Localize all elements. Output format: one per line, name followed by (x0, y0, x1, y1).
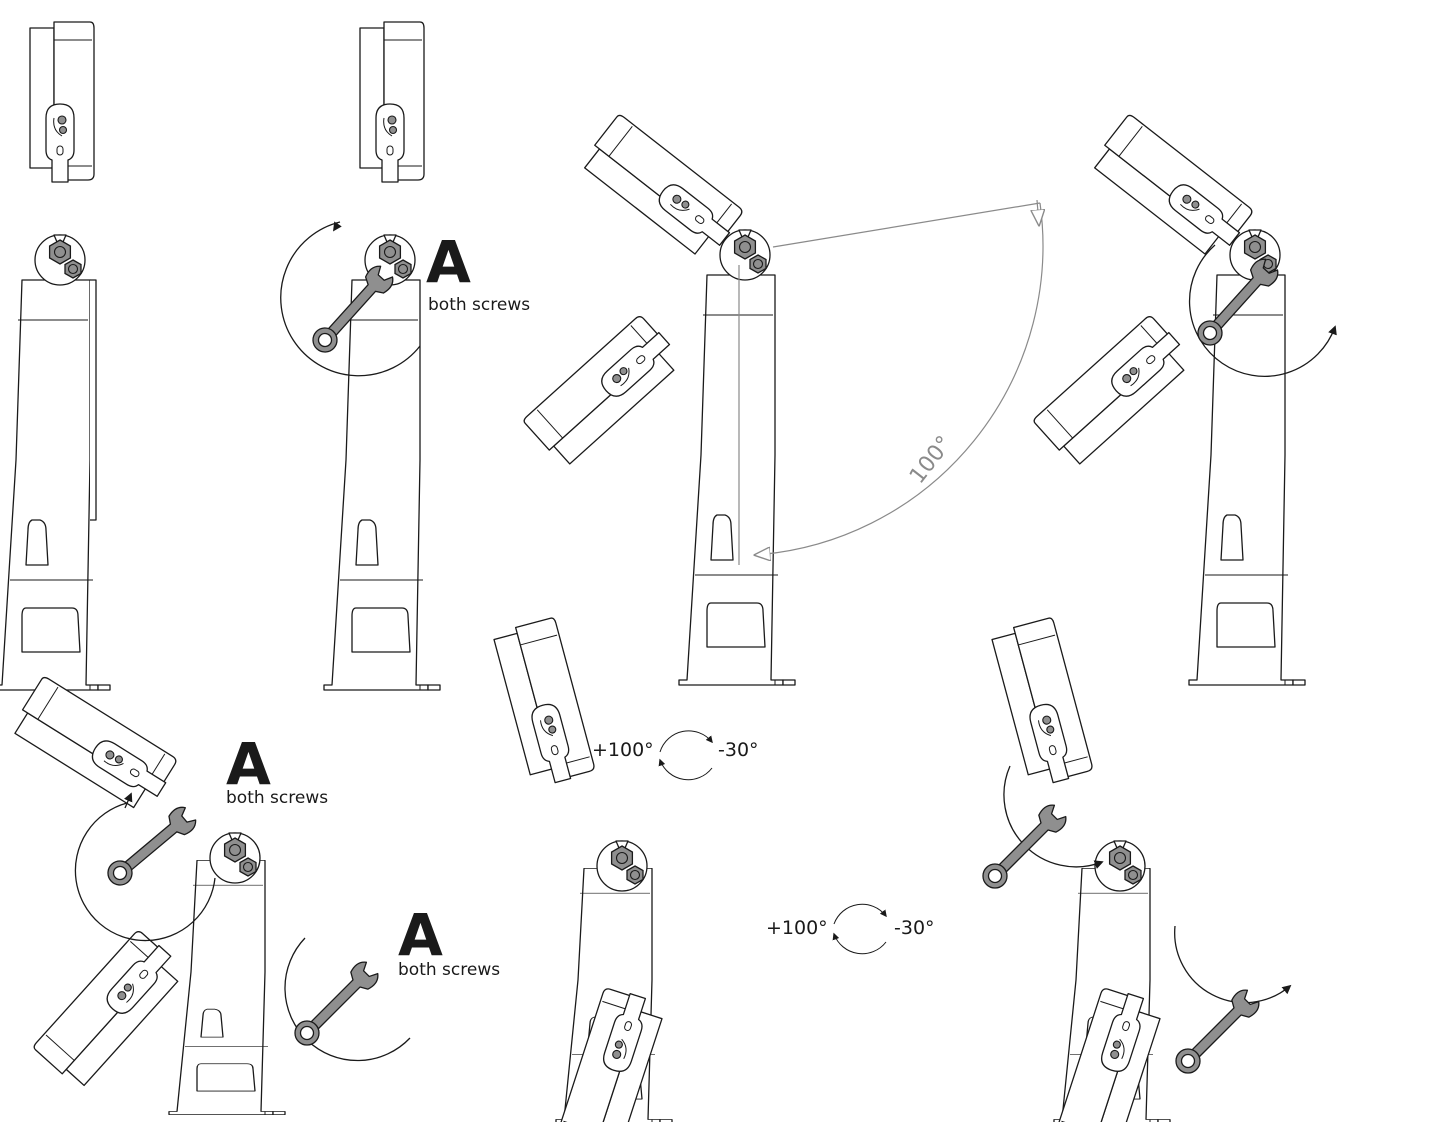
figure-3-rotation-range (521, 113, 1042, 686)
figure-5-loosen-both-joints (9, 675, 411, 1116)
both-screws-note-upper: both screws (226, 788, 328, 808)
both-screws-note-lower: both screws (398, 960, 500, 980)
figure-6-articulation-range (491, 616, 673, 1122)
figure-2-loosen-screws (280, 21, 441, 691)
range-minus-30-lower: -30° (894, 917, 935, 939)
both-screws-note: both screws (428, 295, 530, 315)
figure-4-tilted-with-wrench (1031, 113, 1337, 686)
angle-label-100: 100° (905, 432, 957, 489)
figure-1-upright (0, 21, 111, 691)
range-plus-100-upper: +100° (592, 739, 654, 761)
range-plus-100-lower: +100° (766, 917, 828, 939)
step-marker-a-upper: A (226, 730, 271, 798)
figure-7-tighten-both-joints (976, 616, 1292, 1122)
step-marker-a-lower: A (398, 901, 443, 969)
range-minus-30-upper: -30° (718, 739, 759, 761)
step-marker-a: A (426, 228, 471, 296)
